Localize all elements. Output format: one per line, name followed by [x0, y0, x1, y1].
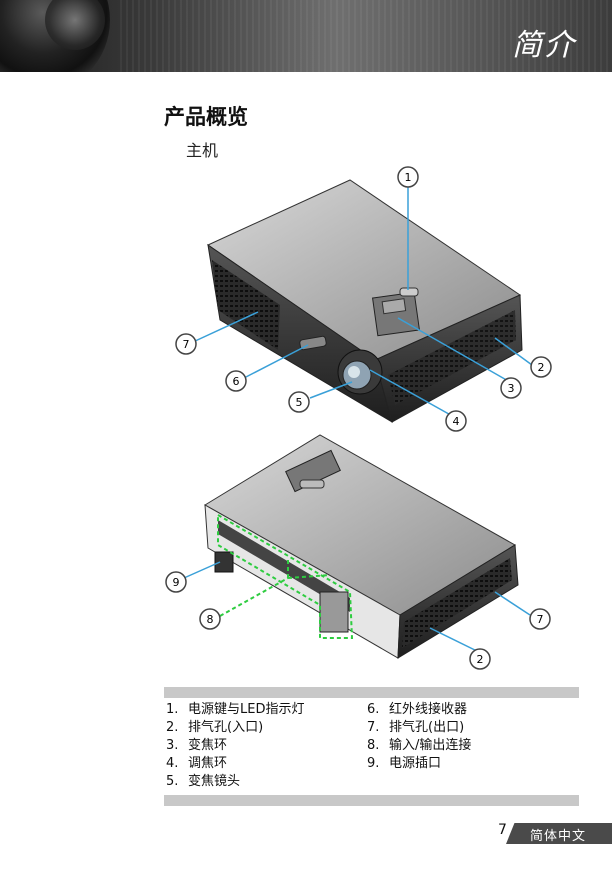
list-item: 1.电源键与LED指示灯 — [166, 702, 305, 717]
svg-text:1: 1 — [405, 171, 412, 184]
list-item: 4.调焦环 — [166, 756, 228, 771]
svg-text:2: 2 — [538, 361, 545, 374]
svg-text:6: 6 — [233, 375, 240, 388]
list-item: 5.变焦镜头 — [166, 774, 241, 789]
connector-callout-line — [219, 577, 289, 617]
svg-text:2: 2 — [477, 653, 484, 666]
callout-3: 3 — [500, 377, 522, 399]
svg-text:9: 9 — [173, 576, 180, 589]
parts-list-left: 1.电源键与LED指示灯 2.排气孔(入口) 3.变焦环 4.调焦环 5.变焦镜… — [166, 701, 304, 791]
header-banner: 简介 — [0, 0, 612, 72]
list-item: 8.输入/输出连接 — [367, 738, 472, 753]
svg-text:7: 7 — [537, 613, 544, 626]
projector-rear-view — [204, 434, 519, 659]
parts-list-right: 6.红外线接收器 7.排气孔(出口) 8.输入/输出连接 9.电源插口 — [367, 701, 471, 773]
callout-2: 2 — [530, 356, 552, 378]
svg-text:4: 4 — [453, 415, 460, 428]
language-tab: 简体中文 — [506, 823, 612, 844]
callout-2-rear: 2 — [469, 648, 491, 670]
callout-5: 5 — [288, 391, 310, 413]
callout-4: 4 — [445, 410, 467, 432]
subsection-title: 主机 — [186, 141, 219, 160]
svg-text:7: 7 — [183, 338, 190, 351]
list-bottom-bar — [164, 795, 579, 806]
list-item: 6.红外线接收器 — [367, 702, 468, 717]
svg-text:8: 8 — [207, 613, 214, 626]
callout-7-rear: 7 — [529, 608, 551, 630]
page-number: 7 — [498, 822, 507, 838]
list-item: 2.排气孔(入口) — [166, 720, 264, 735]
list-top-bar — [164, 687, 579, 698]
callout-8: 8 — [199, 608, 221, 630]
lens-graphic-inner — [45, 0, 105, 50]
callout-7-front: 7 — [175, 333, 197, 355]
callout-9: 9 — [165, 571, 187, 593]
callout-1: 1 — [397, 166, 419, 188]
list-item: 3.变焦环 — [166, 738, 228, 753]
projector-diagram: 1 2 3 4 5 6 7 9 8 7 2 — [165, 166, 552, 670]
svg-text:5: 5 — [296, 396, 303, 409]
list-item: 9.电源插口 — [367, 756, 442, 771]
section-title: 产品概览 — [164, 105, 248, 129]
svg-text:3: 3 — [508, 382, 515, 395]
chapter-title: 简介 — [512, 28, 576, 63]
list-item: 7.排气孔(出口) — [367, 720, 465, 735]
projector-front-view — [206, 179, 523, 424]
banner-texture — [120, 0, 612, 72]
language-label: 简体中文 — [530, 829, 587, 844]
callout-6: 6 — [225, 370, 247, 392]
callout-lines — [183, 187, 533, 656]
